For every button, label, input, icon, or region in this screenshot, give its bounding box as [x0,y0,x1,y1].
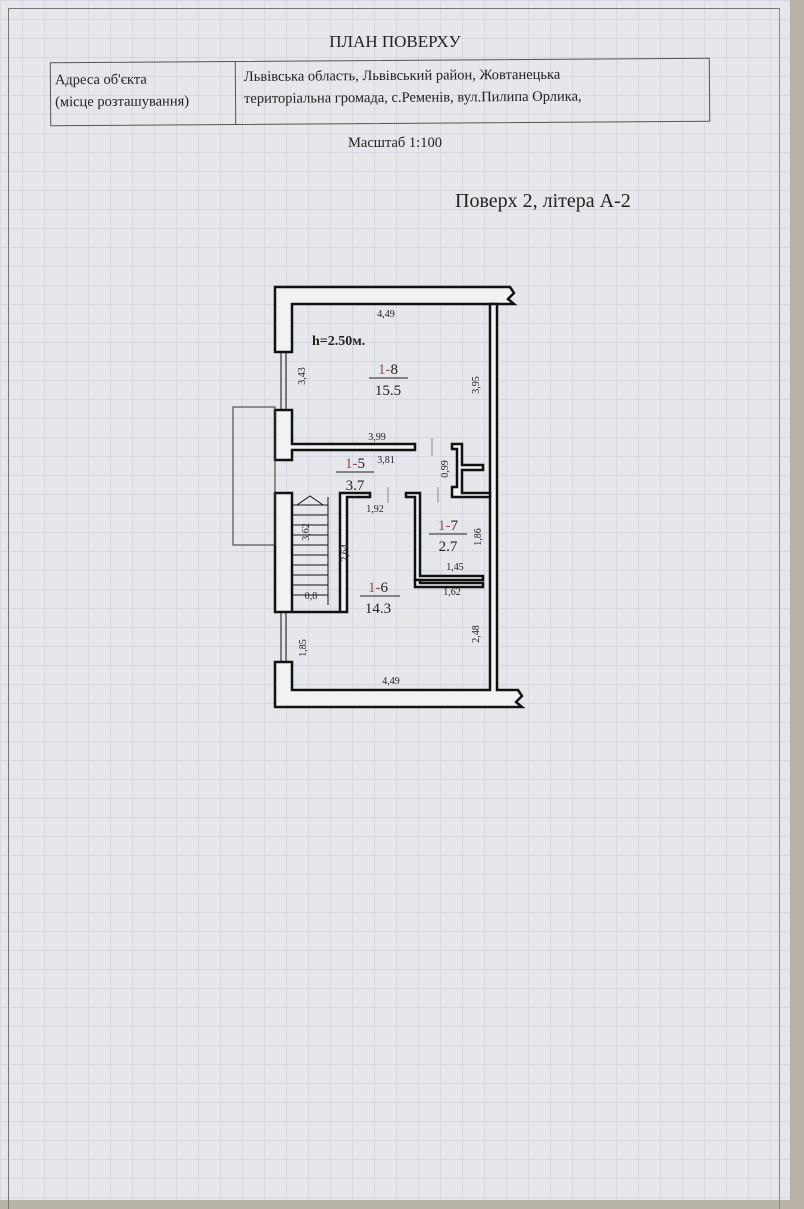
scale-label: Масштаб 1:100 [348,135,442,151]
svg-text:1-5: 1-5 [345,456,365,472]
dimension-labels: 4,49 3,43 3,95 3,99 3,81 0,99 1,92 3,62 … [297,309,484,687]
svg-text:4,49: 4,49 [377,309,395,320]
floor-label: Поверх 2, літера А-2 [455,190,631,212]
svg-text:3,62: 3,62 [301,523,312,541]
svg-text:3,43: 3,43 [297,367,308,385]
windows [280,352,287,662]
svg-text:14.3: 14.3 [365,601,391,617]
paper-sheet [0,0,790,1200]
wall-stub-right [450,442,492,499]
svg-text:1,85: 1,85 [298,639,309,657]
ceiling-height: h=2.50м. [312,334,365,349]
wall-room-6 [413,578,485,589]
svg-text:2,48: 2,48 [471,625,482,643]
outer-wall-bottom [273,302,526,709]
page-frame [8,8,780,1209]
outer-wall-left-mid [273,408,417,462]
svg-text:1,92: 1,92 [366,504,384,515]
svg-text:1,45: 1,45 [446,562,464,573]
room-1-8: 1-8 15.5 [369,362,408,399]
svg-text:3,81: 3,81 [377,455,395,466]
door-marks [387,438,439,503]
svg-text:1-8: 1-8 [378,362,398,378]
svg-text:15.5: 15.5 [375,383,401,399]
svg-text:0,8: 0,8 [305,591,318,602]
room-1-7: 1-7 2.7 [429,518,467,555]
outer-wall-left-low [273,491,372,614]
svg-text:3,95: 3,95 [471,376,482,394]
svg-text:3.7: 3.7 [346,478,365,494]
stairs [292,495,329,605]
room-labels: 1-8 15.5 1-5 3.7 1-7 2.7 1-6 14.3 [336,362,467,617]
svg-text:0,99: 0,99 [440,460,451,478]
wall-room-7 [404,491,485,582]
balcony [232,406,276,546]
svg-text:4,49: 4,49 [382,676,400,687]
svg-text:1-6: 1-6 [368,580,389,596]
svg-text:2.7: 2.7 [439,539,458,555]
room-1-5: 1-5 3.7 [336,456,374,494]
svg-text:1,62: 1,62 [443,587,461,598]
document-title: ПЛАН ПОВЕРХУ [329,32,461,51]
svg-text:2,64: 2,64 [340,544,351,562]
svg-text:1,86: 1,86 [473,528,484,546]
svg-text:1-7: 1-7 [438,518,459,534]
svg-text:3,99: 3,99 [368,432,386,443]
room-1-6: 1-6 14.3 [360,580,400,617]
